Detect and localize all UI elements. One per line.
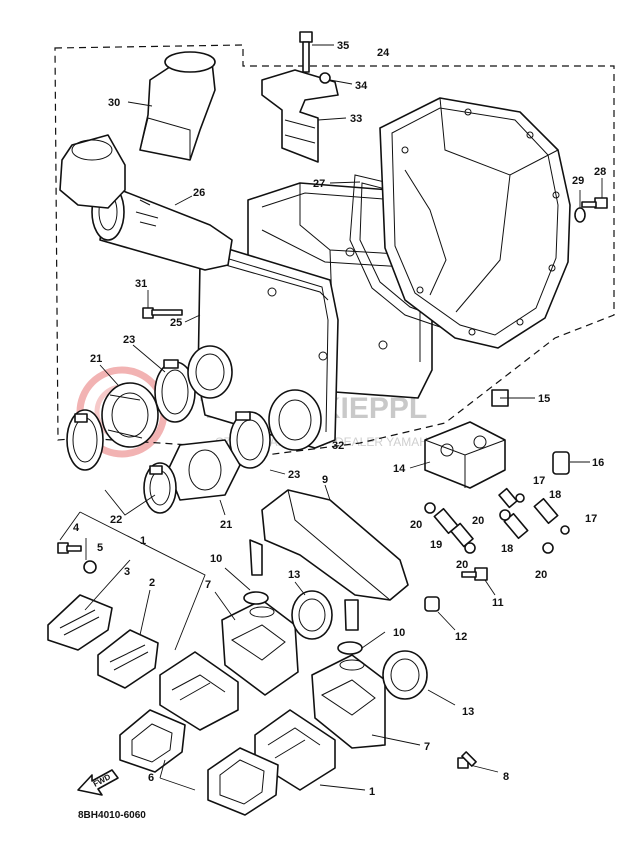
clamp-13-lower (382, 650, 428, 700)
leader-lines (59, 44, 603, 791)
callout-31: 31 (135, 278, 147, 290)
callout-12: 12 (455, 631, 467, 643)
gasket-6-lower (207, 747, 279, 816)
callout-1-lower: 1 (369, 786, 375, 798)
callout-17-lower: 17 (585, 513, 597, 525)
bolt-11 (461, 567, 488, 581)
callout-26: 26 (193, 187, 205, 199)
hose-clip-10-lower (337, 641, 363, 655)
callout-27: 27 (313, 178, 325, 190)
joint-boot-21-upper (101, 382, 159, 448)
joint-rubber-lower (268, 389, 322, 451)
callout-21-upper: 21 (90, 353, 102, 365)
callout-13-upper: 13 (288, 569, 300, 581)
callout-20-d: 20 (535, 569, 547, 581)
callout-23-upper: 23 (123, 334, 135, 346)
callout-18-upper: 18 (549, 489, 561, 501)
callout-18-lower: 18 (501, 543, 513, 555)
reed-valve-2 (97, 629, 159, 689)
callout-11: 11 (492, 597, 504, 609)
callout-34: 34 (355, 80, 368, 92)
callout-9: 9 (322, 474, 328, 486)
clamp-23-lower (229, 411, 271, 469)
callout-20-b: 20 (472, 515, 484, 527)
nut-12 (424, 596, 440, 612)
oil-tank-9 (249, 489, 409, 631)
callout-5: 5 (97, 542, 103, 554)
joint-boot-21-lower (167, 439, 241, 501)
clips-17-20 (424, 493, 570, 554)
callout-21-lower: 21 (220, 519, 232, 531)
callout-16: 16 (592, 457, 604, 469)
callout-17-upper: 17 (533, 475, 545, 487)
callout-25: 25 (170, 317, 182, 329)
callout-10-lower: 10 (393, 627, 405, 639)
air-box-cover (379, 97, 571, 349)
callout-20-a: 20 (410, 519, 422, 531)
callout-22: 22 (110, 514, 122, 526)
callout-8: 8 (503, 771, 509, 783)
callout-7-upper: 7 (205, 579, 211, 591)
callout-labels: 35 24 34 33 30 26 27 28 29 31 25 23 21 3… (73, 40, 606, 798)
reed-block-14 (424, 421, 506, 489)
bolt-4 (57, 542, 82, 554)
bolt-35 (299, 31, 313, 73)
forward-arrow-icon: FWD (77, 769, 119, 796)
callout-28: 28 (594, 166, 606, 178)
callout-30: 30 (108, 97, 120, 109)
callout-35: 35 (337, 40, 349, 52)
bolt-28 (581, 197, 608, 209)
callout-24: 24 (377, 47, 390, 59)
callout-20-c: 20 (456, 559, 468, 571)
clamp-22-lower (143, 462, 177, 514)
washer-5 (83, 560, 97, 574)
callout-6: 6 (148, 772, 154, 784)
callout-19: 19 (430, 539, 442, 551)
intake-duct-30 (139, 51, 216, 161)
nut-34 (319, 72, 331, 84)
callout-29: 29 (572, 175, 584, 187)
callout-7-lower: 7 (424, 741, 430, 753)
intake-elbow (59, 134, 126, 209)
cap-16 (552, 451, 570, 475)
clamp-23-upper (154, 359, 196, 423)
callout-15: 15 (538, 393, 550, 405)
clamp-13-upper (291, 590, 333, 640)
reed-valve-1-upper (159, 651, 239, 731)
manifold-7-lower (311, 654, 386, 749)
clamp-22-upper (66, 409, 104, 471)
callout-1-upper: 1 (140, 535, 146, 547)
callout-14: 14 (393, 463, 406, 475)
callout-32: 32 (332, 440, 344, 452)
callout-23-lower: 23 (288, 469, 300, 481)
bracket-33 (261, 69, 339, 163)
callout-13-lower: 13 (462, 706, 474, 718)
manifold-7-upper (221, 599, 299, 696)
gasket-6-upper (119, 709, 186, 773)
bolt-8 (457, 751, 477, 769)
joint-rubber-upper (187, 345, 233, 399)
callout-33: 33 (350, 113, 362, 125)
callout-3: 3 (124, 566, 130, 578)
callout-2: 2 (149, 577, 155, 589)
callout-4: 4 (73, 522, 80, 534)
diagram-code: 8BH4010-6060 (78, 810, 146, 821)
callout-10-upper: 10 (210, 553, 222, 565)
washer-29 (574, 207, 586, 223)
reed-valve-3 (47, 594, 113, 651)
hose-clip-10-upper (243, 591, 269, 605)
hoses-18-19 (433, 487, 559, 548)
